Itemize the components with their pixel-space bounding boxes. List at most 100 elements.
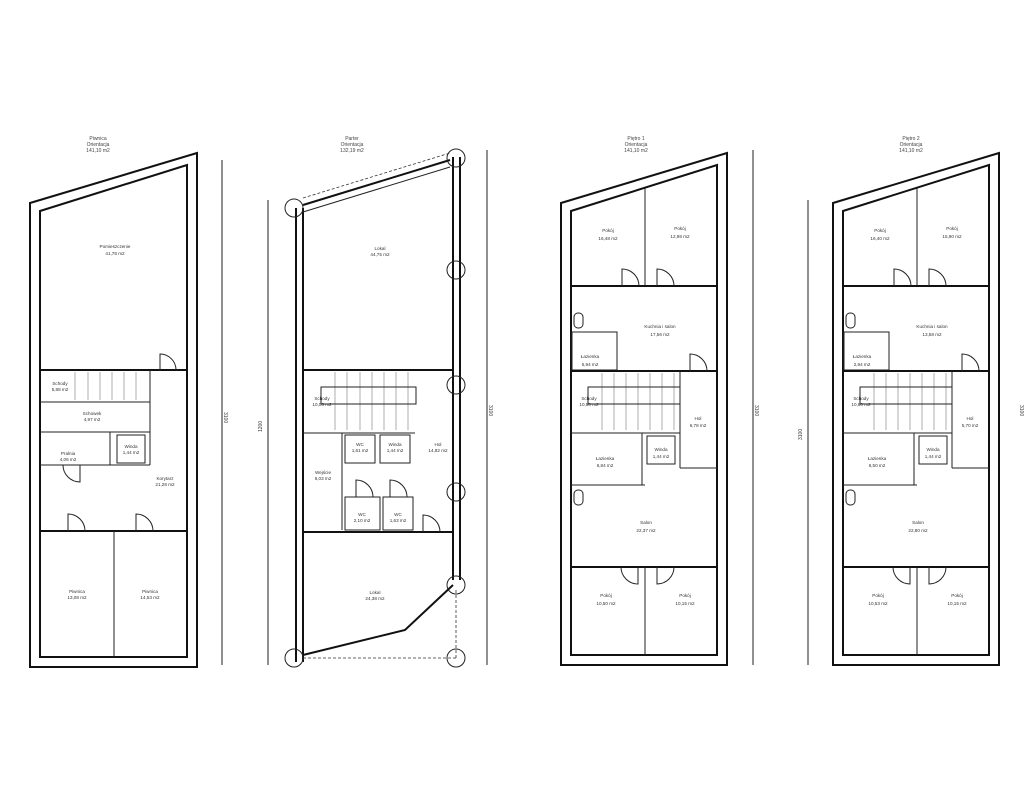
room-name: Salon bbox=[912, 520, 924, 525]
room-name: Schody bbox=[853, 396, 869, 401]
room-name: Pokój bbox=[874, 228, 886, 233]
room-area: 16,40 m2 bbox=[870, 236, 890, 241]
room-name: WC bbox=[356, 442, 364, 447]
room-name: Salon bbox=[640, 520, 652, 525]
room-area: 13,08 m2 bbox=[67, 595, 87, 600]
room-area: 1,61 m2 bbox=[352, 448, 369, 453]
room-name: WC bbox=[394, 512, 402, 517]
door-swing bbox=[159, 353, 177, 371]
room-name: Pokój bbox=[872, 593, 884, 598]
room-name: Schowek bbox=[83, 411, 102, 416]
room-area: 21,28 m2 bbox=[155, 482, 175, 487]
floor-plan-basement: Piwnica Orientacja 141,10 m2 3100 Pomies… bbox=[29, 136, 228, 668]
room-area: 10,53 m2 bbox=[868, 601, 888, 606]
room-name: Łazienka bbox=[581, 354, 600, 359]
room-area: 6,84 m2 bbox=[597, 463, 614, 468]
room-area: 14,53 m2 bbox=[140, 595, 160, 600]
floor-plan-ground-floor: Parter Orientacja 132,19 m2 1200 3100 bbox=[258, 136, 493, 668]
door-swing bbox=[67, 513, 86, 532]
room-name: Schody bbox=[581, 396, 597, 401]
room-area: 2,10 m2 bbox=[354, 518, 371, 523]
room-area: 13,58 m2 bbox=[922, 332, 942, 337]
plan-subtitle: Orientacja bbox=[341, 142, 364, 148]
plan-title: Piętro 1 bbox=[627, 136, 644, 142]
room-area: 10,15 m2 bbox=[675, 601, 695, 606]
room-area: 1,44 m2 bbox=[925, 454, 942, 459]
room-name: Pralnia bbox=[61, 451, 76, 456]
plan-title: Parter bbox=[345, 136, 359, 142]
room-name: Pomieszczenie bbox=[100, 244, 131, 249]
room-name: Korytarz bbox=[156, 476, 174, 481]
plan-title: Piętro 2 bbox=[902, 136, 919, 142]
room-area: 10,50 m2 bbox=[579, 402, 599, 407]
outer-wall bbox=[29, 151, 198, 668]
room-area: 1,44 m2 bbox=[653, 454, 670, 459]
room-area: 5,70 m2 bbox=[962, 423, 979, 428]
room-area: 24,38 m2 bbox=[365, 596, 385, 601]
room-name: Hol bbox=[695, 416, 702, 421]
room-name: Piwnica bbox=[142, 589, 158, 594]
room-area: 22,80 m2 bbox=[908, 528, 928, 533]
room-name: Winda bbox=[926, 447, 939, 452]
room-area: 6,03 m2 bbox=[315, 476, 332, 481]
dimension-label: 3100 bbox=[487, 405, 493, 416]
plan-subtitle: Orientacja bbox=[87, 142, 110, 148]
room-name: Schody bbox=[314, 396, 330, 401]
dimension-label: 3100 bbox=[753, 405, 759, 416]
room-area: 1,44 m2 bbox=[123, 450, 140, 455]
room-area: 22,37 m2 bbox=[636, 528, 656, 533]
room-name: Hol bbox=[435, 442, 442, 447]
plan-area: 141,10 m2 bbox=[86, 148, 110, 154]
room-name: Pokój bbox=[951, 593, 963, 598]
plan-subtitle: Orientacja bbox=[900, 142, 923, 148]
plan-area: 132,19 m2 bbox=[340, 148, 364, 154]
room-name: Lokal bbox=[375, 246, 386, 251]
room-area: 6,50 m2 bbox=[869, 463, 886, 468]
room-area: 10,50 m2 bbox=[596, 601, 616, 606]
room-area: 14,82 m2 bbox=[428, 448, 448, 453]
room-name: Hol bbox=[967, 416, 974, 421]
room-name: Pokój bbox=[600, 593, 612, 598]
room-area: 5,88 m2 bbox=[52, 387, 69, 392]
room-name: Kuchnia i salon bbox=[916, 324, 948, 329]
room-area: 1,63 m2 bbox=[390, 518, 407, 523]
room-name: Winda bbox=[388, 442, 401, 447]
floor-plan-second-floor: Piętro 2 Orientacja 141,10 m2 3100 3100 … bbox=[798, 136, 1024, 666]
room-area: 6,78 m2 bbox=[690, 423, 707, 428]
plan-area: 141,10 m2 bbox=[899, 148, 923, 154]
room-name: Pokój bbox=[602, 228, 614, 233]
dimension-label: 1200 bbox=[258, 421, 264, 432]
room-name: Pokój bbox=[679, 593, 691, 598]
room-labels: Pokój 16,40 m2 Pokój 15,90 m2 Kuchnia i … bbox=[851, 226, 978, 606]
dimension-label: 3100 bbox=[222, 412, 228, 423]
room-area: 44,75 m2 bbox=[370, 252, 390, 257]
plan-subtitle: Orientacja bbox=[625, 142, 648, 148]
room-name: Schody bbox=[52, 381, 68, 386]
inner-wall bbox=[39, 163, 188, 658]
room-area: 10,15 m2 bbox=[947, 601, 967, 606]
dimension-label: 3100 bbox=[798, 429, 804, 440]
room-area: 2,94 m2 bbox=[854, 362, 871, 367]
room-name: Łazienka bbox=[868, 456, 887, 461]
room-area: 10,06 m2 bbox=[312, 402, 332, 407]
room-area: 4,97 m2 bbox=[84, 417, 101, 422]
room-area: 1,44 m2 bbox=[387, 448, 404, 453]
room-name: Winda bbox=[124, 444, 137, 449]
room-labels: Pokój 16,48 m2 Pokój 12,98 m2 Kuchnia i … bbox=[579, 226, 706, 606]
room-name: Wejście bbox=[315, 470, 331, 475]
room-area: 10,80 m2 bbox=[851, 402, 871, 407]
room-name: Lokal bbox=[370, 590, 381, 595]
room-name: Kuchnia i salon bbox=[644, 324, 676, 329]
floor-plan-first-floor: Piętro 1 Orientacja 141,10 m2 bbox=[560, 136, 759, 666]
room-area: 41,78 m2 bbox=[105, 251, 125, 256]
door-swing bbox=[62, 464, 81, 483]
room-name: Winda bbox=[654, 447, 667, 452]
dimension-label: 3100 bbox=[1018, 405, 1024, 416]
plan-title: Piwnica bbox=[89, 136, 106, 142]
room-name: Łazienka bbox=[853, 354, 872, 359]
room-labels: Lokal 44,75 m2 Schody 10,06 m2 WC 1,61 m… bbox=[312, 246, 448, 601]
door-swing bbox=[135, 513, 154, 532]
room-name: Piwnica bbox=[69, 589, 85, 594]
room-area: 4,06 m2 bbox=[60, 457, 77, 462]
